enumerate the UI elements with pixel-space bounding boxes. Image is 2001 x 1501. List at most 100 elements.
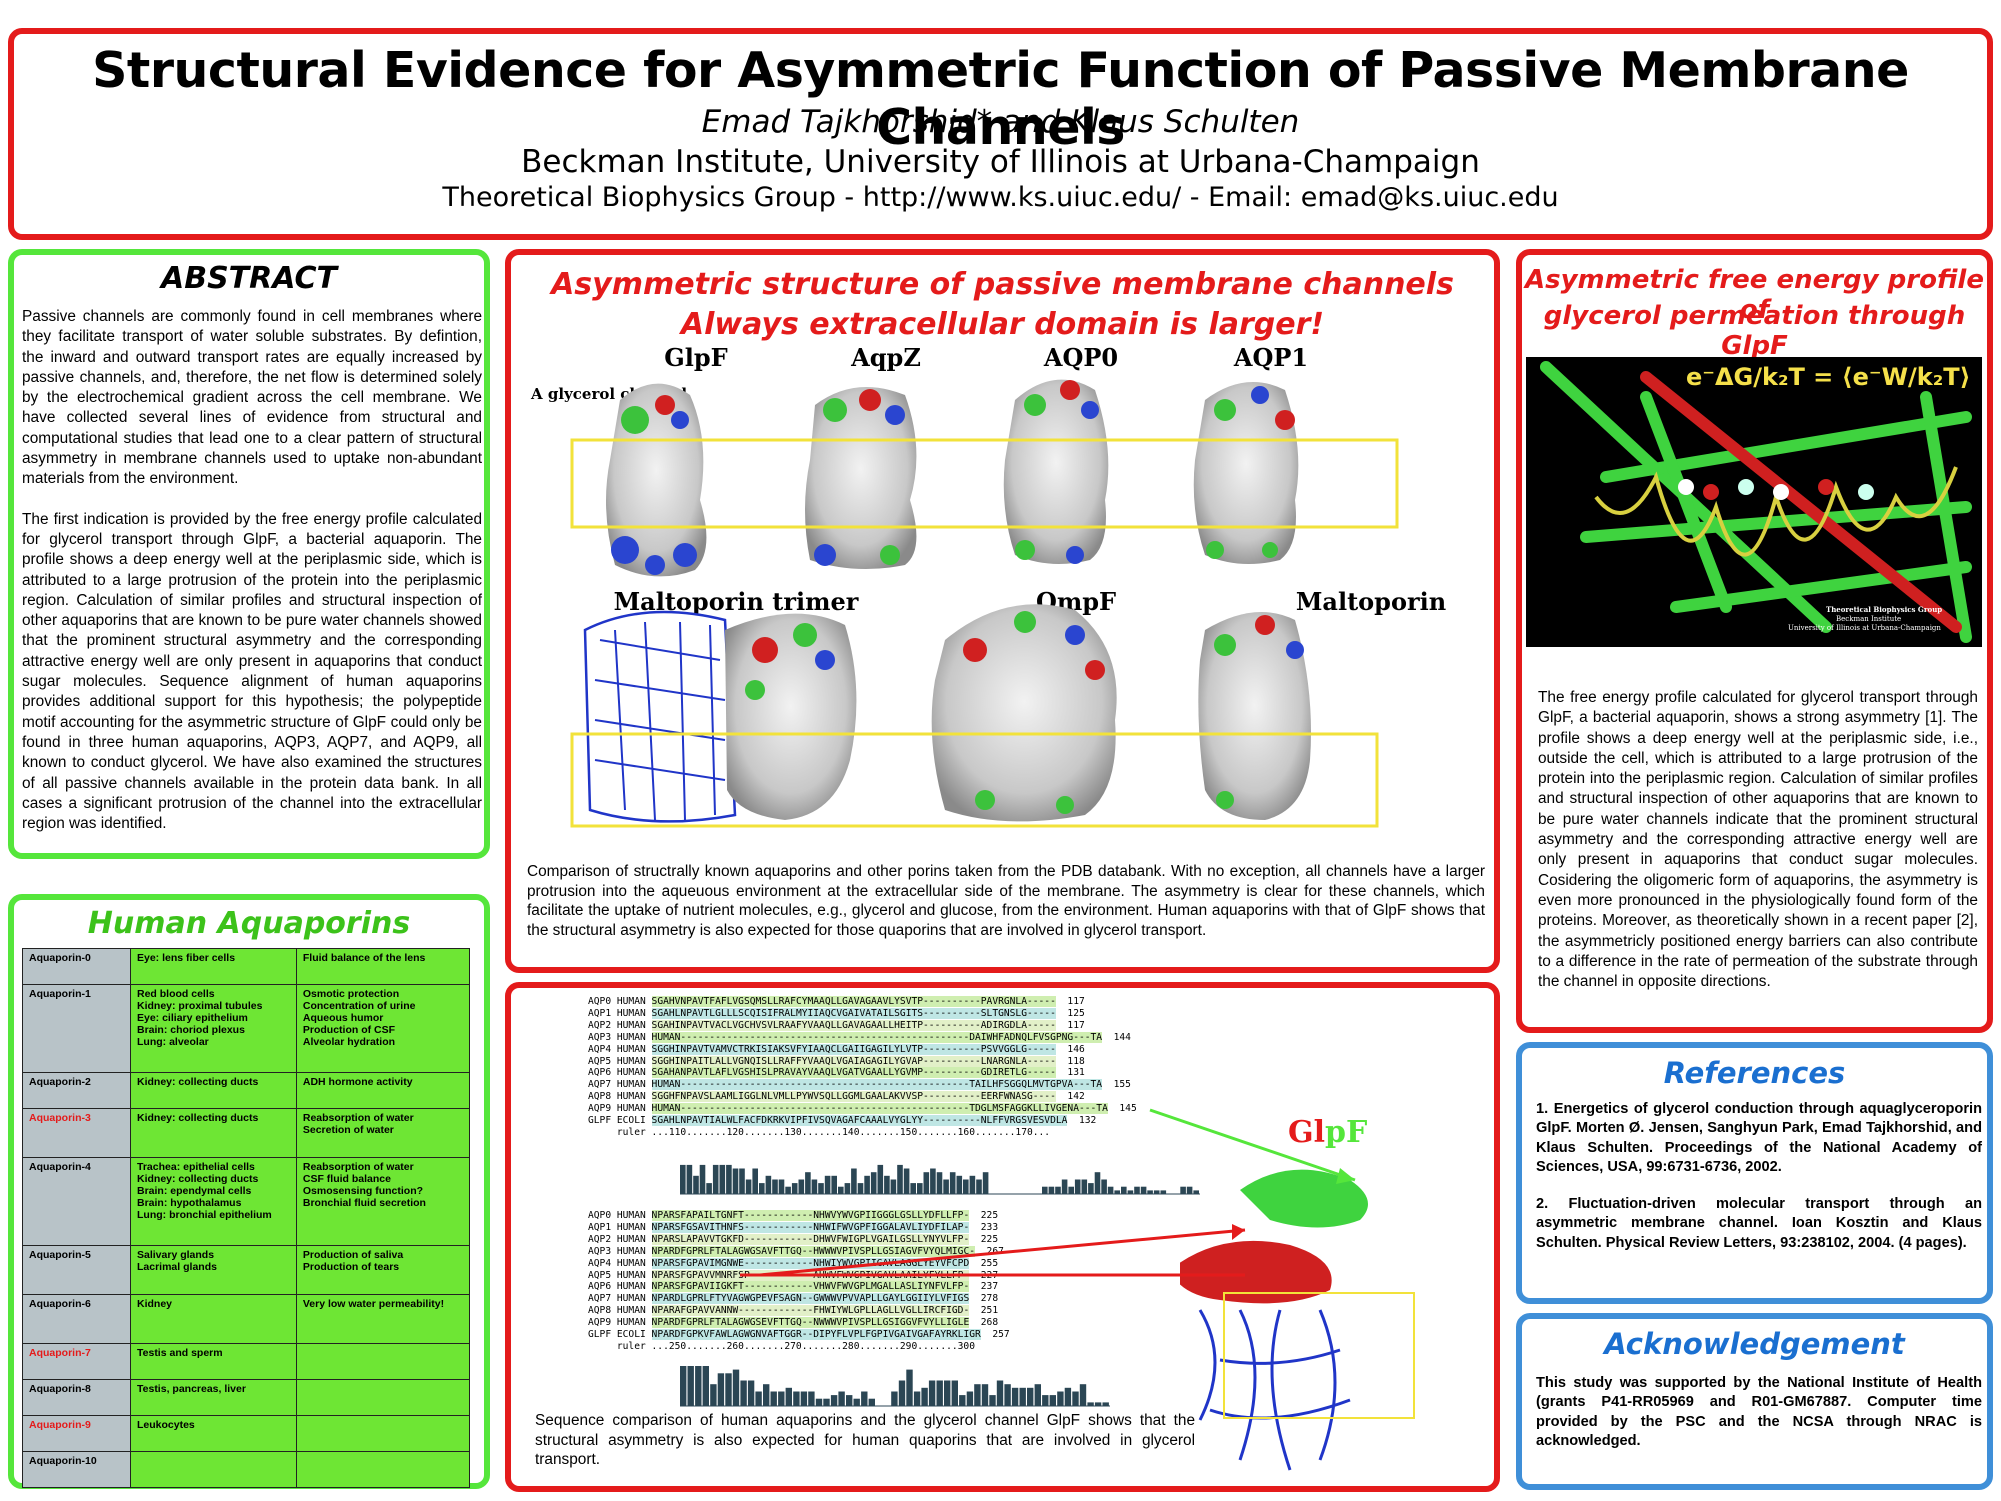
sequence-residues: NPARDFGPKVFAWLAGWGNVAFTGGR--DIPYFLVPLFGP… [651, 1329, 981, 1341]
conservation-bar [815, 1398, 823, 1406]
conservation-bar [851, 1168, 857, 1194]
conservation-bar [884, 1175, 890, 1194]
aquaporin-name: Aquaporin-0 [22, 948, 131, 985]
conservation-bar [1121, 1186, 1127, 1194]
conservation-bar [1042, 1395, 1049, 1406]
conservation-bar [956, 1175, 963, 1194]
conservation-bar [745, 1179, 752, 1194]
conservation-bar [838, 1186, 844, 1194]
sequence-end-number: 145 [1107, 1103, 1137, 1115]
conservation-bar [823, 1398, 830, 1406]
sequence-end-number: 268 [969, 1317, 999, 1329]
conservation-bar [1147, 1190, 1153, 1194]
sequence-end-number: 255 [969, 1257, 999, 1269]
conservation-bar [772, 1179, 778, 1194]
conservation-bar [864, 1175, 870, 1194]
sequence-name: AQP3 HUMAN [588, 1031, 652, 1043]
conservation-bar [770, 1391, 777, 1406]
references-panel: References 1. Energetics of glycerol con… [1516, 1042, 1993, 1304]
conservation-bar [725, 1373, 732, 1406]
conservation-bar [981, 1384, 989, 1406]
aquaporin-tissue: Eye: lens fiber cells [130, 948, 297, 985]
aquaporin-function [295, 1343, 471, 1380]
sequence-row: AQP9 HUMAN HUMAN------------------------… [588, 1103, 1137, 1115]
sequence-residues: NPARDFGPRLFTALAGWGSAVFTTGQ--HWWWVPIVSPLL… [651, 1245, 975, 1257]
credit-line-2: Beckman Institute [1836, 615, 1901, 623]
aquaporin-name: Aquaporin-1 [22, 984, 131, 1073]
label-aqp1: AQP1 [1233, 343, 1309, 372]
abstract-paragraph-2: The first indication is provided by the … [22, 510, 482, 833]
free-energy-equation: e⁻ΔG/k₂T = ⟨e⁻W/k₂T⟩ [1686, 363, 1971, 391]
conservation-bar [739, 1168, 745, 1194]
aquaporin-function: Very low water permeability! [295, 1294, 471, 1344]
aquaporin-tissue: Testis and sperm [130, 1343, 297, 1380]
conservation-bar [974, 1384, 981, 1406]
aquaporin-function: ADH hormone activity [295, 1072, 471, 1109]
aquaporin-tissue: Kidney [130, 1294, 297, 1344]
sequence-residues: NPARAFGPAVVANNW-------------FHWIYWLGPLLA… [651, 1305, 970, 1317]
conservation-bar [846, 1395, 853, 1406]
conservation-bar [680, 1366, 687, 1406]
sequence-row: AQP6 HUMAN SGAHANPAVTLAFLVGSHISLPRAVAYVA… [588, 1067, 1137, 1079]
conservation-bar [706, 1183, 712, 1194]
conservation-bar [868, 1398, 875, 1406]
reference-2: 2. Fluctuation-driven molecular transpor… [1536, 1196, 1982, 1251]
sequence-row: AQP1 HUMAN NPARSFGSAVITHNFS------------N… [588, 1221, 1010, 1234]
sequence-residues: HUMAN-----------------------------------… [651, 1031, 1103, 1043]
sequence-name: AQP8 HUMAN [588, 1305, 652, 1317]
conservation-bar [680, 1164, 686, 1194]
membrane-band-bottom [570, 732, 1379, 828]
conservation-bar [798, 1179, 805, 1194]
sequence-residues: HUMAN-----------------------------------… [651, 1079, 1103, 1091]
aquaporin-function: Reabsorption of water Secretion of water [295, 1108, 471, 1158]
conservation-bar [903, 1168, 910, 1194]
references-list: 1. Energetics of glycerol conduction thr… [1536, 1100, 1982, 1271]
sequence-end-number: 118 [1055, 1055, 1085, 1067]
conservation-bar [966, 1391, 974, 1406]
conservation-bar [898, 1380, 906, 1406]
sequence-residues: NPARSFGSAVITHNFS------------NHWIFWVGPFIG… [651, 1221, 970, 1233]
energy-title-1: Asymmetric free energy profile of [1525, 265, 1984, 325]
conservation-bar [793, 1391, 800, 1406]
conservation-bar [1048, 1186, 1055, 1194]
conservation-bar [1101, 1179, 1107, 1194]
conservation-bar [1049, 1395, 1056, 1406]
conservation-bar [800, 1391, 808, 1406]
aquaporin-tissue: Kidney: collecting ducts [130, 1072, 297, 1109]
aquaporin-function: Reabsorption of water CSF fluid balance … [295, 1157, 471, 1246]
conservation-bar [702, 1366, 709, 1406]
sequence-end-number: 132 [1067, 1115, 1097, 1127]
sequence-row: GLPF ECOLI SGAHLNPAVTIALWLFACFDKRKVIPFIV… [588, 1115, 1137, 1127]
structure-title-2: Always extracellular domain is larger! [680, 307, 1325, 342]
sequence-name: AQP0 HUMAN [588, 1210, 652, 1221]
aquaporin-tissue: Leukocytes [130, 1415, 297, 1452]
conservation-bar [923, 1172, 930, 1194]
aquaporin-function [295, 1379, 471, 1416]
sequence-ruler: ruler ...110.......120.......130.......1… [588, 1126, 1051, 1138]
membrane-band-top [570, 438, 1399, 529]
conservation-bar [1081, 1179, 1088, 1194]
conservation-bar [726, 1164, 732, 1194]
conservation-bar [1094, 1402, 1102, 1406]
aquaporin-tissue: Trachea: epithelial cells Kidney: collec… [130, 1157, 297, 1246]
glpf-structure-label: GlpF [1288, 1115, 1367, 1150]
sequence-name: AQP7 HUMAN [588, 1293, 652, 1305]
conservation-bar [752, 1168, 758, 1194]
conservation-bar [853, 1398, 860, 1406]
conservation-bar [1064, 1387, 1072, 1406]
sequence-residues: SGGHINPAITLALLVGNQISLLRAFFYVAAQLVGAIAGAG… [651, 1055, 1056, 1067]
label-maltoporin: Maltoporin [1295, 587, 1447, 616]
sequence-ruler: ruler ...250.......260.......270.......2… [588, 1340, 975, 1352]
sequence-end-number: 225 [969, 1210, 999, 1221]
structure-caption: Comparison of structrally known aquapori… [527, 863, 1485, 939]
sequence-residues: SGGHFNPAVSLAAMLIGGLNLVMLLPYWVSQLLGGMLGAA… [651, 1091, 1056, 1103]
energy-title-2: glycerol permeation through GlpF [1543, 301, 1966, 361]
conservation-bar [740, 1380, 747, 1406]
sequence-end-number: 117 [1055, 1019, 1085, 1031]
conservation-bar [996, 1380, 1004, 1406]
aquaporin-function [295, 1451, 471, 1488]
sequence-end-number: 146 [1055, 1043, 1085, 1055]
